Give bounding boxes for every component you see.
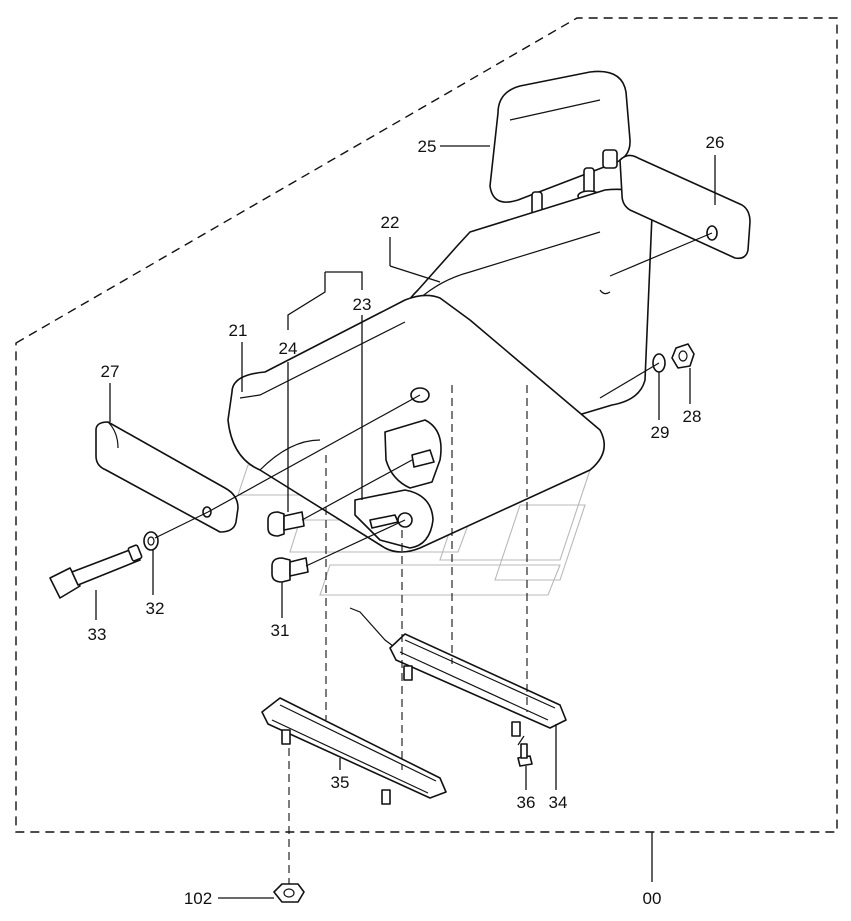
nut-28: [671, 343, 695, 369]
bolt-36: [517, 743, 533, 767]
nut-102: [273, 883, 305, 903]
bolt-long: [49, 544, 143, 599]
assembly-axes: [154, 232, 713, 884]
seat-rail-left: [261, 697, 447, 805]
callout-32: 32: [146, 599, 165, 618]
callout-34: 34: [549, 793, 568, 812]
leader-lines: [95, 145, 716, 899]
callout-102: 102: [184, 889, 212, 908]
assembly-boundary: [15, 17, 838, 833]
callout-29: 29: [651, 423, 670, 442]
callout-24: 24: [279, 339, 298, 358]
callout-22: 22: [381, 213, 400, 232]
callout-25: 25: [418, 137, 437, 156]
callout-36: 36: [517, 793, 536, 812]
washer-32: [143, 531, 159, 551]
callout-23: 23: [353, 295, 372, 314]
armrest-left: [95, 421, 239, 533]
recline-bracket: [354, 387, 442, 549]
bolt-24: [267, 511, 305, 537]
bolt-31: [271, 557, 309, 583]
callout-31: 31: [271, 621, 290, 640]
seat-rail-right: [349, 607, 567, 737]
callout-26: 26: [706, 133, 725, 152]
callout-27: 27: [101, 362, 120, 381]
callout-21: 21: [229, 321, 248, 340]
callout-28: 28: [683, 407, 702, 426]
callout-33: 33: [88, 625, 107, 644]
callout-35: 35: [331, 773, 350, 792]
callout-00: 00: [643, 889, 662, 908]
